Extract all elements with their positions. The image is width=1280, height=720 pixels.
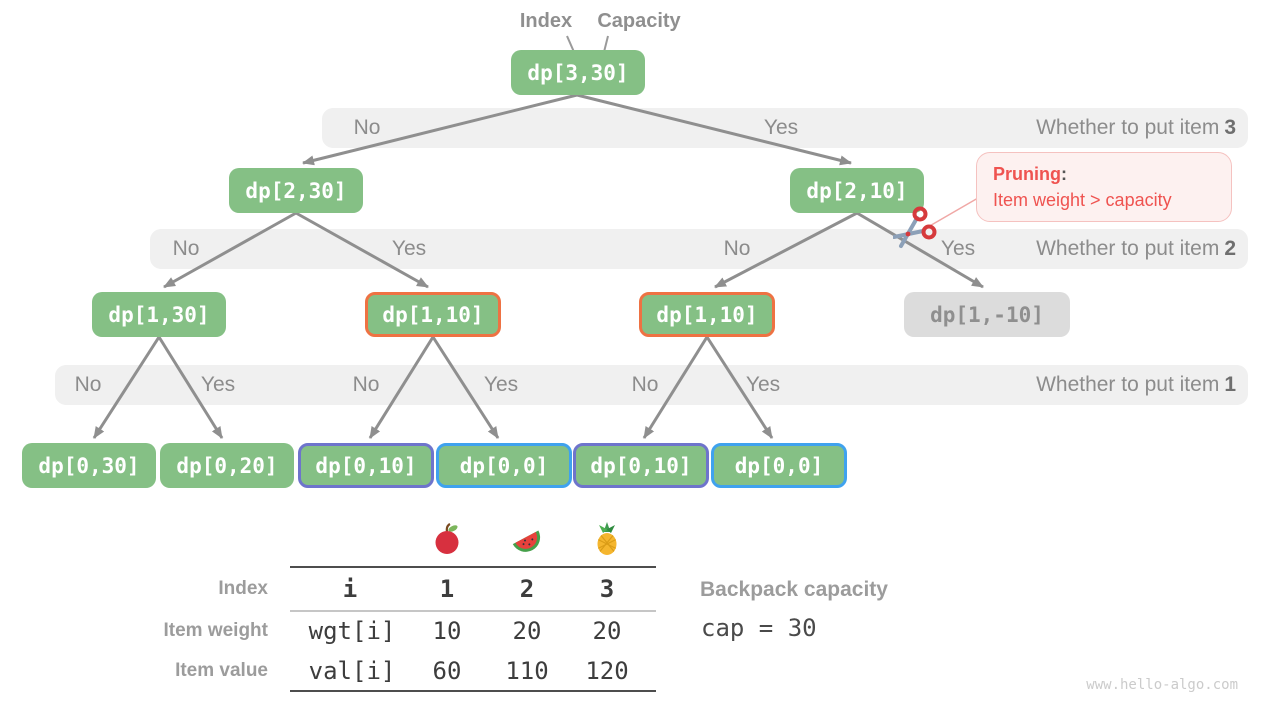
- band-label-no: No: [723, 237, 751, 260]
- capacity-pointer-label: Capacity: [597, 10, 681, 32]
- table-cell: i: [342, 575, 358, 603]
- pruning-title: Pruning:: [993, 164, 1067, 184]
- pineapple-icon: [597, 522, 617, 555]
- table-cell: 3: [599, 575, 615, 603]
- table-cell: 1: [439, 575, 455, 603]
- band-label-yes: Yes: [763, 116, 799, 139]
- node-dp-0-0-a: dp[0,0]: [436, 443, 572, 488]
- table-top-rule: [290, 566, 656, 568]
- node-dp-1-10-a: dp[1,10]: [365, 292, 501, 337]
- table-cell: 120: [585, 657, 629, 685]
- table-mid-rule: [290, 610, 656, 612]
- node-dp-0-10-b: dp[0,10]: [573, 443, 709, 488]
- table-cell: 2: [519, 575, 535, 603]
- band-label-yes: Yes: [940, 237, 976, 260]
- table-cell: 60: [432, 657, 462, 685]
- table-cell: val[i]: [308, 657, 396, 685]
- node-dp-3-30: dp[3,30]: [511, 50, 645, 95]
- backpack-capacity-value: cap = 30: [701, 614, 817, 642]
- node-dp-0-0-b: dp[0,0]: [711, 443, 847, 488]
- watermelon-icon: [512, 530, 541, 552]
- band-label-no: No: [353, 116, 381, 139]
- row-label-value: Item value: [175, 660, 268, 681]
- node-dp-0-30: dp[0,30]: [22, 443, 156, 488]
- row-label-weight: Item weight: [163, 620, 268, 641]
- node-dp-1-10-b: dp[1,10]: [639, 292, 775, 337]
- node-dp-1-30: dp[1,30]: [92, 292, 226, 337]
- node-dp-1-neg10: dp[1,-10]: [904, 292, 1070, 337]
- table-cell: 20: [512, 617, 542, 645]
- backpack-capacity-label: Backpack capacity: [700, 578, 888, 601]
- node-dp-2-10: dp[2,10]: [790, 168, 924, 213]
- table-cell: 110: [505, 657, 549, 685]
- table-cell: wgt[i]: [308, 617, 396, 645]
- band-label-yes: Yes: [391, 237, 427, 260]
- band-label-no: No: [172, 237, 200, 260]
- apple-icon: [435, 523, 459, 554]
- index-pointer-label: Index: [519, 10, 573, 32]
- decision-band-item-1: No Yes No Yes No Yes Whether to put item…: [55, 365, 1248, 405]
- band-label-yes: Yes: [200, 373, 236, 396]
- row-label-index: Index: [218, 578, 268, 599]
- band-label-yes: Yes: [745, 373, 781, 396]
- pruning-body: Item weight > capacity: [993, 190, 1172, 210]
- pruning-callout: Pruning: Item weight > capacity: [976, 152, 1232, 222]
- callout-connector-line: [920, 197, 979, 232]
- table-cell: 10: [432, 617, 462, 645]
- table-bottom-rule: [290, 690, 656, 692]
- band-label-yes: Yes: [483, 373, 519, 396]
- band-label-no: No: [631, 373, 659, 396]
- table-cell: 20: [592, 617, 622, 645]
- band-label-no: No: [352, 373, 380, 396]
- band-label-no: No: [74, 373, 102, 396]
- node-dp-2-30: dp[2,30]: [229, 168, 363, 213]
- node-dp-0-20: dp[0,20]: [160, 443, 294, 488]
- watermark: www.hello-algo.com: [1086, 677, 1238, 693]
- node-dp-0-10-a: dp[0,10]: [298, 443, 434, 488]
